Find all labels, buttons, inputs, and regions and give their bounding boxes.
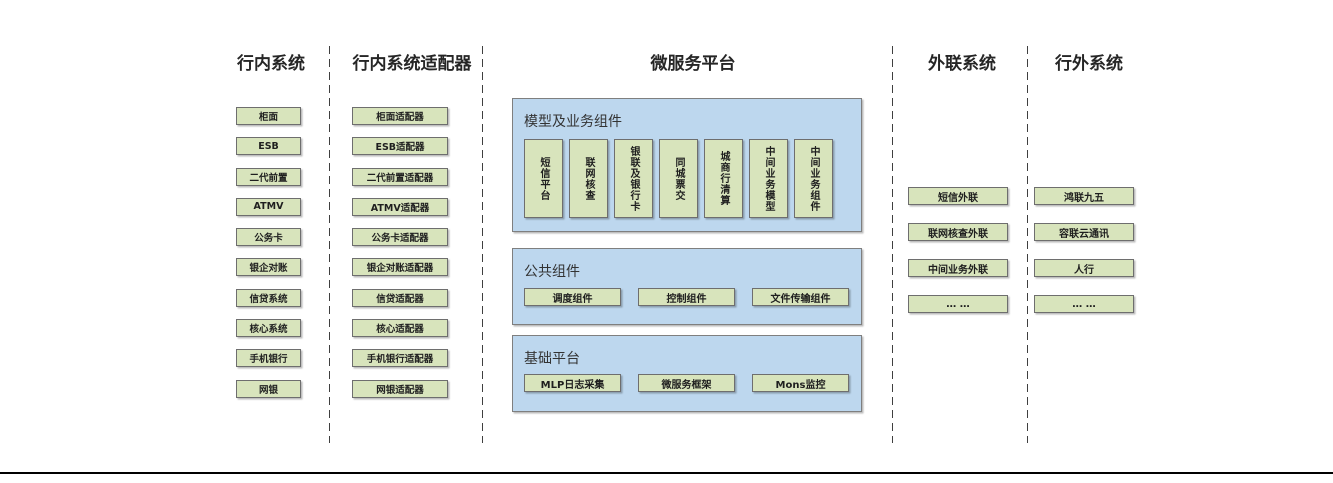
adapter-box: 信贷适配器 — [352, 288, 448, 307]
panel-common-components: 公共组件 调度组件控制组件文件传输组件 — [512, 248, 862, 325]
adapter-box: ESB适配器 — [352, 137, 448, 156]
adapter-box: ATMV适配器 — [352, 197, 448, 216]
header-microservice-platform: 微服务平台 — [650, 54, 736, 74]
adapter-box: 公务卡适配器 — [352, 228, 448, 247]
outreach-system-box: 短信外联 — [908, 187, 1008, 205]
adapter-list: 柜面适配器 ESB适配器二代前置适配器 ATMV适配器公务卡适配器银企对账适配器信贷… — [352, 107, 448, 398]
adapter-box: 银企对账适配器 — [352, 258, 448, 277]
panel-model-business-components: 模型及业务组件 短信平台 联网核查 银联及银行卡 同城票交 城商行清算 中间业务… — [512, 98, 862, 232]
header-internal-systems: 行内系统 — [237, 54, 305, 74]
common-component-box: 控制组件 — [638, 288, 735, 306]
panel-model-label: 模型及业务组件 — [524, 114, 622, 130]
external-system-box: 鸿联九五 — [1034, 187, 1134, 205]
adapter-box: 手机银行适配器 — [352, 349, 448, 368]
internal-system-box: 信贷系统 — [236, 288, 301, 307]
adapter-box: 二代前置适配器 — [352, 167, 448, 186]
dashed-separator-4 — [1027, 46, 1028, 443]
model-component-label: 中间业务模型 — [763, 145, 774, 212]
panel-common-label: 公共组件 — [524, 264, 580, 280]
model-component-box: 中间业务模型 — [749, 139, 788, 218]
header-internal-adapters: 行内系统适配器 — [352, 54, 472, 74]
model-component-box: 联网核查 — [569, 139, 608, 218]
external-system-box: 容联云通讯 — [1034, 223, 1134, 241]
base-component-box: MLP日志采集 — [524, 374, 621, 392]
internal-system-box: 网银 — [236, 379, 301, 398]
dashed-separator-3 — [892, 46, 893, 443]
outreach-system-box: 中间业务外联 — [908, 259, 1008, 277]
panel-base-platform: 基础平台 MLP日志采集微服务框架 Mons监控 — [512, 335, 862, 412]
model-component-row: 短信平台 联网核查 银联及银行卡 同城票交 城商行清算 中间业务模型 中间业务组… — [524, 139, 833, 218]
model-component-label: 同城票交 — [673, 156, 684, 201]
bottom-divider-line — [0, 472, 1333, 474]
model-component-box: 同城票交 — [659, 139, 698, 218]
external-system-box: 人行 — [1034, 259, 1134, 277]
internal-system-box: ESB — [236, 137, 301, 156]
model-component-label: 联网核查 — [583, 156, 594, 201]
common-component-row: 调度组件控制组件文件传输组件 — [524, 288, 849, 306]
internal-system-box: 核心系统 — [236, 319, 301, 338]
internal-system-box: ATMV — [236, 197, 301, 216]
adapter-box: 核心适配器 — [352, 319, 448, 338]
outreach-system-box: 联网核查外联 — [908, 223, 1008, 241]
outreach-systems-list: 短信外联联网核查外联中间业务外联 … … — [908, 187, 1008, 313]
base-component-box: Mons监控 — [752, 374, 849, 392]
model-component-box: 短信平台 — [524, 139, 563, 218]
common-component-box: 调度组件 — [524, 288, 621, 306]
internal-system-box: 二代前置 — [236, 167, 301, 186]
internal-system-box: 公务卡 — [236, 228, 301, 247]
model-component-label: 短信平台 — [538, 156, 549, 201]
dashed-separator-2 — [482, 46, 483, 443]
adapter-box: 网银适配器 — [352, 379, 448, 398]
common-component-box: 文件传输组件 — [752, 288, 849, 306]
model-component-label: 城商行清算 — [718, 151, 729, 206]
model-component-label: 中间业务组件 — [808, 145, 819, 212]
model-component-box: 银联及银行卡 — [614, 139, 653, 218]
header-external-systems: 行外系统 — [1055, 54, 1123, 74]
base-component-row: MLP日志采集微服务框架 Mons监控 — [524, 374, 849, 392]
internal-system-box: 银企对账 — [236, 258, 301, 277]
dashed-separator-1 — [329, 46, 330, 443]
outreach-system-box: … … — [908, 295, 1008, 313]
external-systems-list: 鸿联九五容联云通讯人行 … … — [1034, 187, 1134, 313]
adapter-box: 柜面适配器 — [352, 107, 448, 125]
external-system-box: … … — [1034, 295, 1134, 313]
model-component-box: 中间业务组件 — [794, 139, 833, 218]
model-component-label: 银联及银行卡 — [628, 145, 639, 212]
internal-system-box: 柜面 — [236, 107, 301, 125]
internal-systems-list: 柜面 ESB 二代前置 ATMV 公务卡银企对账信贷系统核心系统手机银行网银 — [236, 107, 301, 398]
model-component-box: 城商行清算 — [704, 139, 743, 218]
panel-base-label: 基础平台 — [524, 351, 580, 367]
internal-system-box: 手机银行 — [236, 349, 301, 368]
header-outreach-systems: 外联系统 — [928, 54, 996, 74]
base-component-box: 微服务框架 — [638, 374, 735, 392]
